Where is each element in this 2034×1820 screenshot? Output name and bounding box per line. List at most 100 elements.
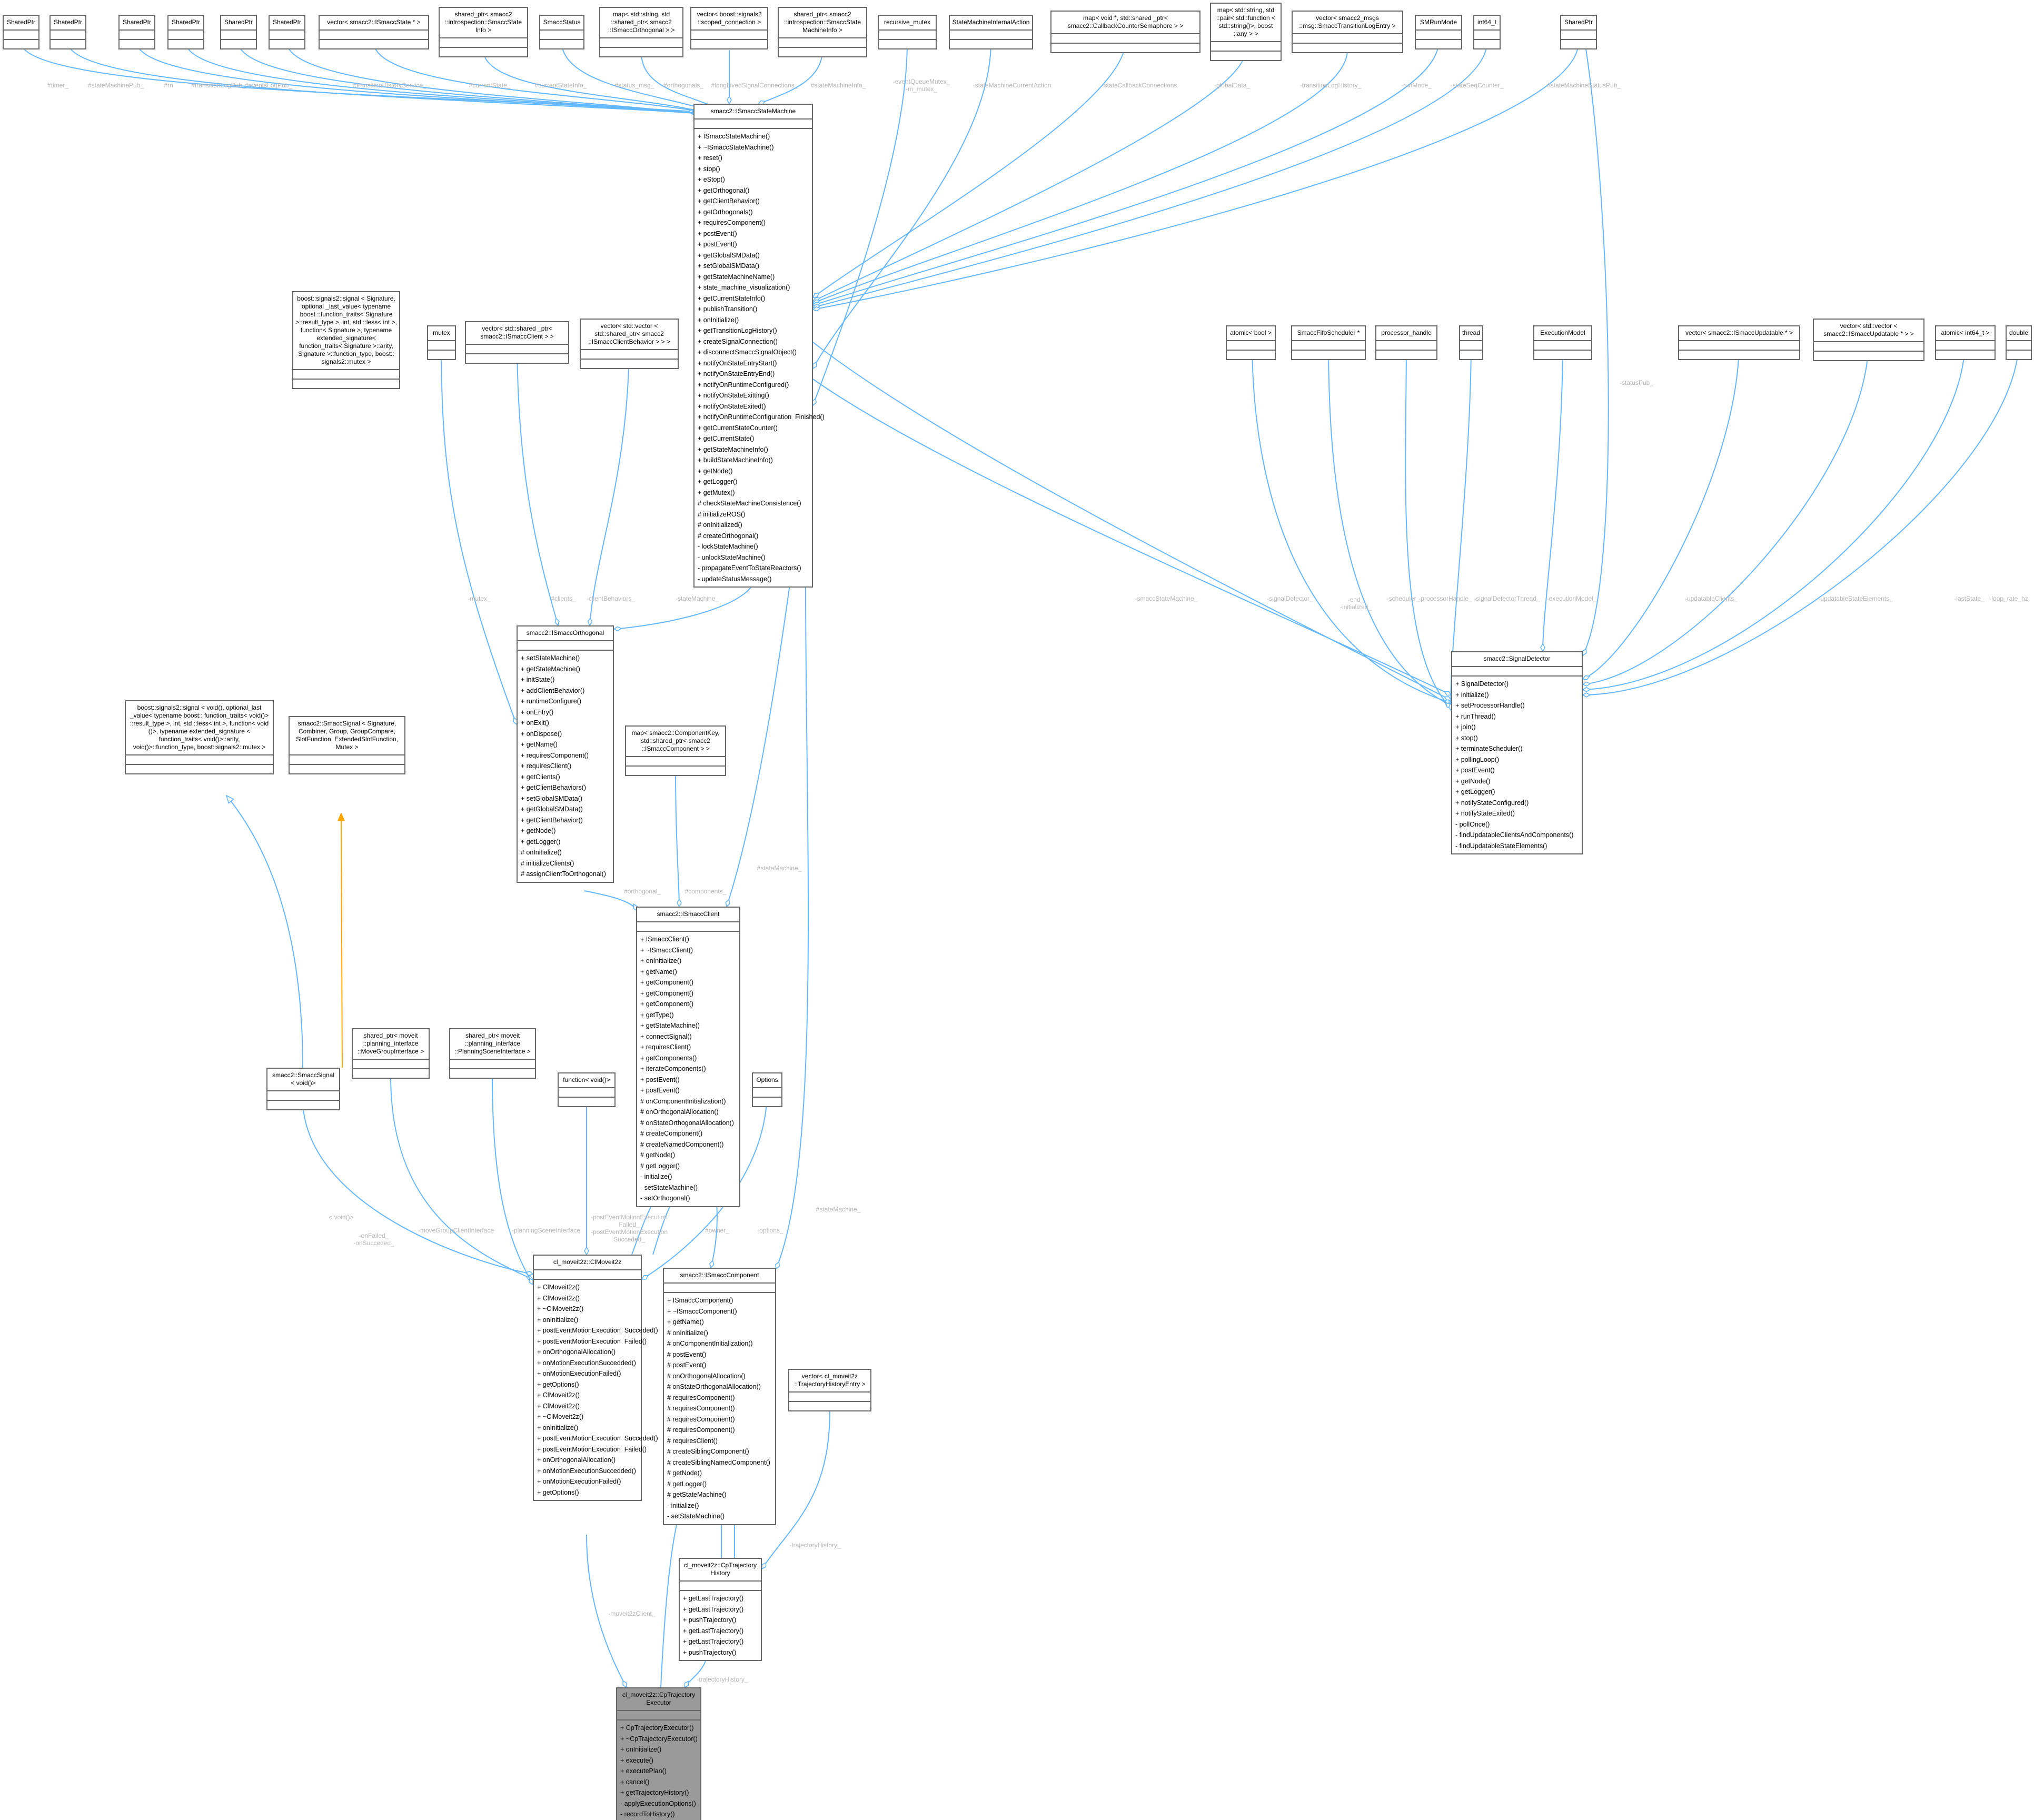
- class-box-double[interactable]: double: [2006, 325, 2032, 360]
- class-box-sppsi[interactable]: shared_ptr< moveit ::planning_interface …: [449, 1028, 536, 1079]
- class-box-cptrajhist[interactable]: cl_moveit2z::CpTrajectory History+ getLa…: [679, 1558, 762, 1661]
- class-box-bsigvoid[interactable]: boost::signals2::signal < void(), option…: [125, 700, 274, 774]
- member-item: + state_machine_visualization(): [698, 284, 790, 291]
- class-title: vector< smacc2::ISmaccUpdatable * >: [1679, 326, 1799, 341]
- class-box-sp7[interactable]: SharedPtr: [1560, 15, 1597, 49]
- class-box-sp2[interactable]: SharedPtr: [49, 15, 86, 49]
- edge-label: -clientBehaviors_: [586, 595, 636, 602]
- class-box-mapcomp[interactable]: map< smacc2::ComponentKey, std::shared_p…: [625, 725, 726, 776]
- class-box-bsig[interactable]: boost::signals2::signal < Signature, opt…: [292, 291, 400, 389]
- class-box-int64[interactable]: int64_t: [1473, 15, 1501, 49]
- class-title: map< std::string, std ::shared_ptr< smac…: [600, 8, 682, 38]
- class-box-cptrajexec[interactable]: cl_moveit2z::CpTrajectory Executor+ CpTr…: [616, 1687, 701, 1820]
- member-item: + ISmaccComponent(): [667, 1297, 733, 1304]
- class-box-vecstate[interactable]: vector< smacc2::ISmaccState * >: [319, 15, 429, 49]
- class-attributes: [779, 38, 866, 48]
- class-box-iclient[interactable]: smacc2::ISmaccClient+ ISmaccClient()+ ~I…: [636, 907, 740, 1207]
- class-operations: [779, 48, 866, 56]
- member-item: + getLogger(): [698, 478, 738, 485]
- member-item: # onComponentInitialization(): [640, 1097, 726, 1105]
- class-box-sp1[interactable]: SharedPtr: [3, 15, 39, 49]
- class-box-smaction[interactable]: StateMachineInternalAction: [949, 15, 1033, 49]
- class-attributes: [1376, 341, 1436, 351]
- class-box-runmode[interactable]: SMRunMode: [1415, 15, 1462, 49]
- class-attributes: [270, 31, 304, 40]
- member-item: + onMotionExecutionFailed(): [537, 1370, 621, 1377]
- aggregation-edge: [390, 1076, 533, 1279]
- member-item: + ~CpTrajectoryExecutor(): [620, 1735, 698, 1743]
- class-box-iorth[interactable]: smacc2::ISmaccOrthogonal+ setStateMachin…: [517, 625, 614, 883]
- class-box-mapsem[interactable]: map< void *, std::shared _ptr< smacc2::C…: [1050, 11, 1200, 53]
- class-attributes: [617, 1711, 700, 1720]
- class-box-ism[interactable]: smacc2::ISmaccStateMachine+ ISmaccStateM…: [693, 104, 825, 588]
- class-title: smacc2::ISmaccOrthogonal: [518, 626, 613, 641]
- edge-label: -smaccStateMachine_: [1135, 595, 1198, 602]
- member-item: + onEntry(): [521, 708, 554, 716]
- edge-label: -signalDetectorThread_: [1474, 595, 1540, 602]
- member-item: + notifyStateConfigured(): [1455, 799, 1529, 807]
- class-operations: [789, 1402, 870, 1410]
- class-box-funcvoid[interactable]: function< void()>: [558, 1072, 616, 1107]
- member-item: + pollingLoop(): [1455, 755, 1500, 763]
- class-box-sigdet[interactable]: smacc2::SignalDetector+ SignalDetector()…: [1451, 651, 1583, 854]
- class-operations: + ISmaccClient()+ ~ISmaccClient()+ onIni…: [637, 932, 739, 1206]
- member-item: # onComponentInitialization(): [667, 1340, 753, 1347]
- class-box-mutex[interactable]: mutex: [427, 325, 456, 360]
- class-box-vecclient[interactable]: vector< std::shared _ptr< smacc2::ISmacc…: [465, 321, 569, 364]
- member-item: + ClMoveit2z(): [537, 1284, 580, 1291]
- class-box-fifo[interactable]: SmaccFifoScheduler *: [1291, 325, 1366, 360]
- member-item: + getCurrentState(): [698, 435, 755, 442]
- member-item: + setStateMachine(): [521, 654, 580, 662]
- class-operations: [2007, 351, 2031, 359]
- member-item: + runThread(): [1455, 712, 1496, 720]
- class-box-maporth[interactable]: map< std::string, std ::shared_ptr< smac…: [599, 7, 683, 57]
- member-item: + ClMoveit2z(): [537, 1294, 580, 1302]
- class-box-atomint[interactable]: atomic< int64_t >: [1935, 325, 1996, 360]
- class-box-clmoveit[interactable]: cl_moveit2z::ClMoveit2z+ ClMoveit2z()+ C…: [533, 1255, 658, 1501]
- class-box-vecconn[interactable]: vector< boost::signals2 ::scoped_connect…: [690, 7, 768, 49]
- class-title: smacc2::ISmaccClient: [637, 908, 739, 922]
- class-box-options[interactable]: Options: [752, 1072, 782, 1107]
- class-box-spsminfo[interactable]: shared_ptr< smacc2 ::introspection::Smac…: [778, 7, 867, 57]
- class-box-icomp[interactable]: smacc2::ISmaccComponent+ ISmaccComponent…: [663, 1268, 776, 1525]
- member-item: + onDispose(): [521, 730, 562, 738]
- class-title: boost::signals2::signal < Signature, opt…: [293, 292, 399, 370]
- aggregation-edge: [561, 42, 706, 110]
- class-box-smsigvoid[interactable]: smacc2::SmaccSignal < void()>: [266, 1068, 340, 1110]
- class-box-vecvecupd[interactable]: vector< std::vector < smacc2::ISmaccUpda…: [1813, 319, 1924, 361]
- class-box-sp4[interactable]: SharedPtr: [167, 15, 204, 49]
- edge-label: -stateMachine_: [675, 595, 719, 602]
- class-box-vectraj[interactable]: vector< cl_moveit2z ::TrajectoryHistoryE…: [788, 1369, 871, 1411]
- edge-label: #orthogonal_: [623, 888, 661, 895]
- aggregation-edge: [812, 342, 1451, 700]
- edge-label: #currentStateInfo_: [534, 82, 587, 89]
- class-box-sp6[interactable]: SharedPtr: [269, 15, 305, 49]
- class-box-vecvecbeh[interactable]: vector< std::vector < std::shared_ptr< s…: [580, 319, 679, 369]
- class-box-status[interactable]: SmaccStatus: [539, 15, 584, 49]
- class-operations: [950, 40, 1032, 48]
- aggregation-edge: [1583, 341, 1966, 690]
- class-box-sp5[interactable]: SharedPtr: [220, 15, 257, 49]
- class-box-sp3[interactable]: SharedPtr: [118, 15, 155, 49]
- class-box-atombool[interactable]: atomic< bool >: [1226, 325, 1276, 360]
- class-box-spstateinfo[interactable]: shared_ptr< smacc2 ::introspection::Smac…: [439, 7, 528, 57]
- class-box-smsig[interactable]: smacc2::SmaccSignal < Signature, Combine…: [289, 716, 405, 774]
- class-box-thread[interactable]: thread: [1459, 325, 1483, 360]
- class-box-vectranslog[interactable]: vector< smacc2_msgs ::msg::SmaccTransiti…: [1292, 11, 1403, 53]
- class-box-spmgi[interactable]: shared_ptr< moveit ::planning_interface …: [352, 1028, 430, 1079]
- class-box-phandle[interactable]: processor_handle: [1375, 325, 1437, 360]
- member-item: + pushTrajectory(): [683, 1616, 737, 1624]
- class-box-mapglobal[interactable]: map< std::string, std ::pair< std::funct…: [1210, 3, 1282, 61]
- class-operations: [290, 765, 404, 773]
- class-box-vecupd[interactable]: vector< smacc2::ISmaccUpdatable * >: [1678, 325, 1800, 360]
- class-operations: [320, 40, 428, 48]
- member-item: - setOrthogonal(): [640, 1195, 690, 1202]
- member-item: - setStateMachine(): [667, 1513, 725, 1520]
- class-box-execmodel[interactable]: ExecutionModel: [1533, 325, 1592, 360]
- class-box-rmutex[interactable]: recursive_mutex: [878, 15, 937, 49]
- aggregation-edge: [136, 42, 698, 113]
- edge-label: -executionModel_: [1546, 595, 1597, 602]
- edge-label: #owner_: [705, 1227, 730, 1234]
- member-item: + getName(): [640, 968, 677, 976]
- class-attributes: [1814, 342, 1923, 352]
